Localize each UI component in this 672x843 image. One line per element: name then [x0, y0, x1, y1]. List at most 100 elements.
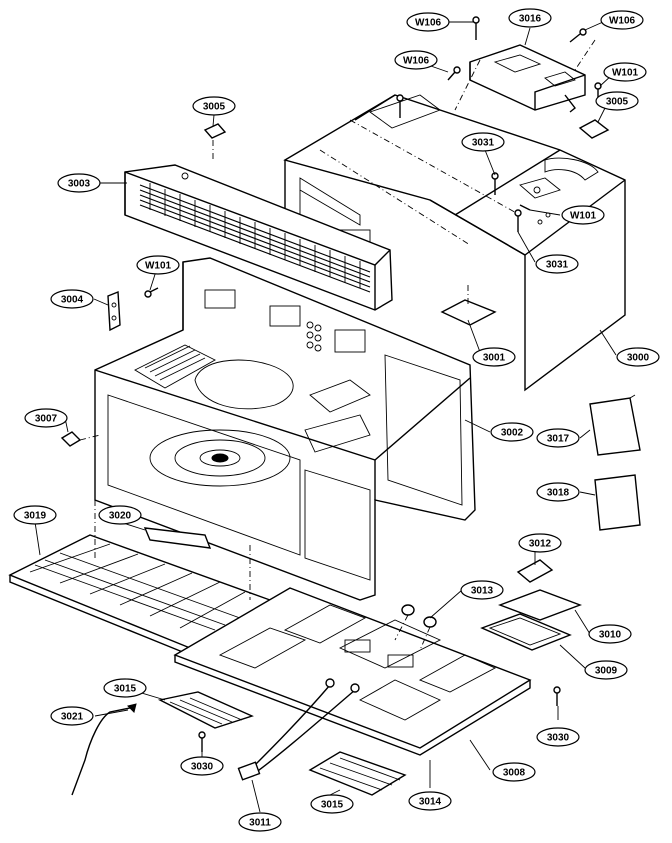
callout-oval — [536, 482, 580, 502]
callout-3021: 3021 — [50, 706, 94, 726]
callout-3020: 3020 — [98, 505, 142, 525]
callout-label: 3007 — [35, 414, 58, 425]
callout-label: W101 — [612, 68, 639, 79]
callout-label: W106 — [403, 56, 430, 67]
callout-oval — [518, 533, 562, 553]
callout-label: 3031 — [472, 138, 495, 149]
callout-oval — [180, 756, 224, 776]
callout-label: 3012 — [529, 539, 552, 550]
control-buttons — [306, 321, 322, 352]
manual-3018 — [594, 474, 641, 531]
callout-w101-right: W101 — [561, 205, 605, 225]
latch-3007 — [60, 431, 101, 447]
callout-label: 3013 — [471, 586, 494, 597]
callout-label: 3015 — [321, 800, 344, 811]
oven-cavity-3002 — [94, 257, 476, 601]
callout-label: 3009 — [595, 666, 618, 677]
callout-oval — [584, 660, 628, 680]
callout-w106-top-left: W106 — [406, 12, 450, 32]
callout-label: W106 — [609, 16, 636, 27]
callout-label: 3016 — [519, 14, 542, 25]
callout-3010: 3010 — [588, 624, 632, 644]
callout-oval — [508, 8, 552, 28]
callout-3031-right: 3031 — [535, 254, 579, 274]
callout-label: W106 — [415, 18, 442, 29]
callout-label: 3031 — [546, 260, 569, 271]
callout-label: 3003 — [68, 179, 91, 190]
callout-oval — [535, 254, 579, 274]
callout-label: 3008 — [503, 768, 526, 779]
callout-label: 3010 — [599, 630, 622, 641]
bracket-3001 — [440, 285, 497, 326]
sensor-3021 — [71, 703, 137, 796]
screws-3030 — [198, 686, 561, 752]
callout-oval — [461, 132, 505, 152]
callout-3004: 3004 — [50, 289, 94, 309]
callout-oval — [406, 12, 450, 32]
bracket-3012 — [516, 559, 554, 583]
callout-oval — [561, 205, 605, 225]
callout-3005-left: 3005 — [192, 96, 236, 116]
callout-label: W101 — [570, 211, 597, 222]
callout-oval — [492, 762, 536, 782]
callout-3000: 3000 — [616, 347, 660, 367]
callout-3011: 3011 — [238, 812, 282, 832]
callout-3017: 3017 — [536, 428, 580, 448]
callout-label: 3004 — [61, 295, 84, 306]
callout-3013: 3013 — [460, 580, 504, 600]
thermal-cutouts-3013 — [394, 604, 437, 651]
filter-3010 — [498, 589, 582, 621]
callout-3015-left: 3015 — [103, 678, 147, 698]
callout-w106-mid: W106 — [394, 50, 438, 70]
callout-oval — [50, 706, 94, 726]
callout-3031-top: 3031 — [461, 132, 505, 152]
callout-w101-left: W101 — [136, 255, 180, 275]
filter-frame-3009 — [480, 613, 572, 651]
callout-3012: 3012 — [518, 533, 562, 553]
callout-label: 3005 — [606, 97, 629, 108]
callout-3003: 3003 — [57, 173, 101, 193]
front-grille-3003 — [124, 164, 393, 311]
callout-label: 3018 — [547, 488, 570, 499]
callout-3030-right: 3030 — [536, 727, 580, 747]
callout-label: 3021 — [61, 712, 84, 723]
cover-3020 — [143, 527, 212, 549]
callout-3007: 3007 — [24, 408, 68, 428]
callout-oval — [460, 580, 504, 600]
callout-oval — [600, 10, 644, 30]
callout-oval — [24, 408, 68, 428]
callout-label: 3014 — [419, 797, 442, 808]
wire-harness-3011 — [237, 678, 360, 781]
callout-3009: 3009 — [584, 660, 628, 680]
callout-oval — [408, 791, 452, 811]
callout-oval — [472, 347, 516, 367]
callout-oval — [490, 422, 534, 442]
callout-oval — [310, 794, 354, 814]
callout-3002: 3002 — [490, 422, 534, 442]
callout-label: 3002 — [501, 428, 524, 439]
callout-label: 3001 — [483, 353, 506, 364]
callout-oval — [50, 289, 94, 309]
callout-oval — [13, 505, 57, 525]
callout-oval — [57, 173, 101, 193]
callout-label: 3000 — [627, 353, 650, 364]
callout-3030-left: 3030 — [180, 756, 224, 776]
grease-filter-3015-bottom — [308, 751, 407, 796]
callout-3008: 3008 — [492, 762, 536, 782]
top-bracket-3016 — [454, 39, 596, 113]
bottom-plate-3008 — [173, 587, 532, 756]
callout-oval — [394, 50, 438, 70]
callout-label: 3005 — [203, 102, 226, 113]
callout-oval — [192, 96, 236, 116]
bracket-3005 — [203, 119, 610, 160]
callout-3001: 3001 — [472, 347, 516, 367]
manual-3017 — [589, 394, 641, 456]
callout-w101-top: W101 — [603, 62, 647, 82]
callout-label: 3030 — [547, 733, 570, 744]
callout-oval — [98, 505, 142, 525]
callout-oval — [238, 812, 282, 832]
callout-3015-bottom: 3015 — [310, 794, 354, 814]
